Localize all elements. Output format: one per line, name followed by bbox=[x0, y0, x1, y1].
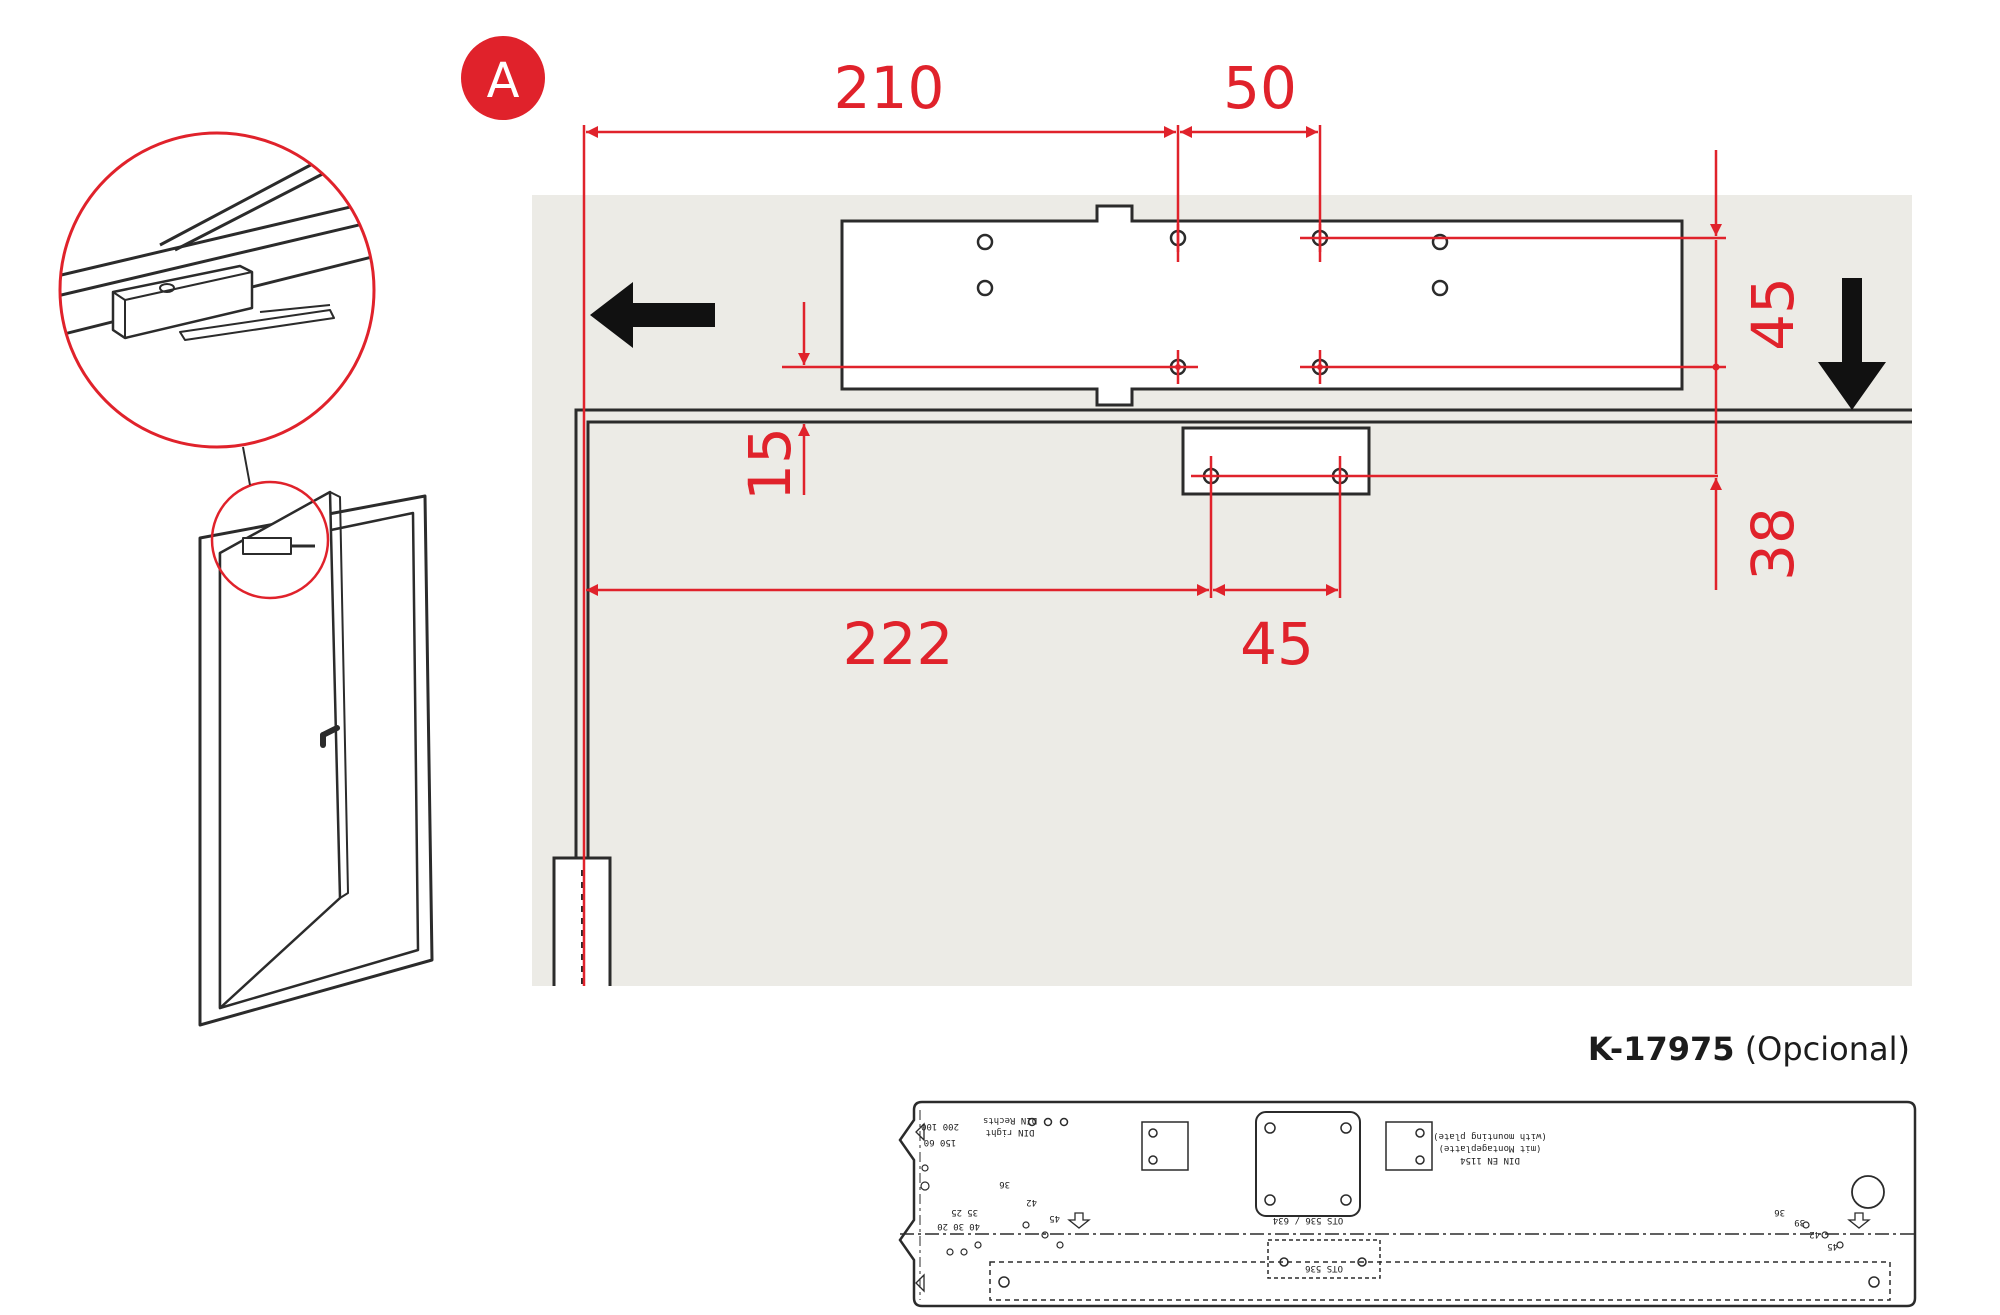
dim-50-label: 50 bbox=[1223, 54, 1297, 122]
mounting-plate bbox=[840, 204, 1684, 407]
template-right-n36: 36 bbox=[1774, 1207, 1785, 1217]
template-right-n39: 39 bbox=[1794, 1217, 1805, 1227]
template-n42: 42 bbox=[1026, 1197, 1037, 1207]
step-badge bbox=[461, 36, 545, 120]
plate-code: K-17975 bbox=[1587, 1030, 1735, 1068]
door-illustration bbox=[198, 480, 434, 1027]
dim-15-label: 15 bbox=[736, 427, 804, 501]
dim-45-vertical-label: 45 bbox=[1739, 277, 1807, 351]
template-mit-platte: (mit Montageplatte) bbox=[1439, 1143, 1542, 1153]
template-ots-bottom: OTS 536 bbox=[1305, 1263, 1343, 1273]
plate-note: (Opcional) bbox=[1744, 1030, 1910, 1068]
hole bbox=[1431, 279, 1449, 297]
hole bbox=[976, 279, 994, 297]
template-sizes-a: 150 60 bbox=[924, 1137, 957, 1147]
template-din-rechts: DIN Rechts bbox=[983, 1115, 1037, 1125]
dim-210-label: 210 bbox=[834, 54, 945, 122]
template-n30: 30 bbox=[953, 1221, 964, 1231]
template-sizes-b: 200 100 bbox=[921, 1121, 959, 1131]
template-n35: 35 bbox=[967, 1207, 978, 1217]
optional-plate-label: K-17975 (Opcional) bbox=[1560, 1030, 1910, 1068]
template-n20: 20 bbox=[937, 1221, 948, 1231]
template-right-n45: 45 bbox=[1827, 1241, 1838, 1251]
dim-222-label: 222 bbox=[843, 610, 954, 678]
template-with-plate: (with mounting plate) bbox=[1433, 1131, 1547, 1141]
down-arrow-icon bbox=[1818, 278, 1886, 410]
template-din-en: DIN EN 1154 bbox=[1460, 1155, 1520, 1165]
left-arrow-icon bbox=[590, 282, 715, 348]
template-n36: 36 bbox=[999, 1179, 1010, 1189]
magnified-detail bbox=[58, 131, 376, 449]
magnifier-connector bbox=[242, 446, 251, 486]
step-badge-label: A bbox=[487, 53, 520, 109]
template-n45: 45 bbox=[1049, 1213, 1060, 1223]
template-n25: 25 bbox=[951, 1207, 962, 1217]
template-right-n42: 42 bbox=[1809, 1229, 1820, 1239]
optional-plate-template: DIN right DIN Rechts 150 60 200 100 36 4… bbox=[898, 1100, 1917, 1308]
dim-38-label: 38 bbox=[1739, 507, 1807, 581]
door-frame bbox=[574, 408, 1912, 986]
dim-45-horizontal-label: 45 bbox=[1240, 610, 1314, 678]
template-ots-top: OTS 536 / 634 bbox=[1273, 1215, 1343, 1225]
template-n40: 40 bbox=[969, 1221, 980, 1231]
template-din-right: DIN right bbox=[986, 1127, 1035, 1137]
hole bbox=[976, 233, 994, 251]
